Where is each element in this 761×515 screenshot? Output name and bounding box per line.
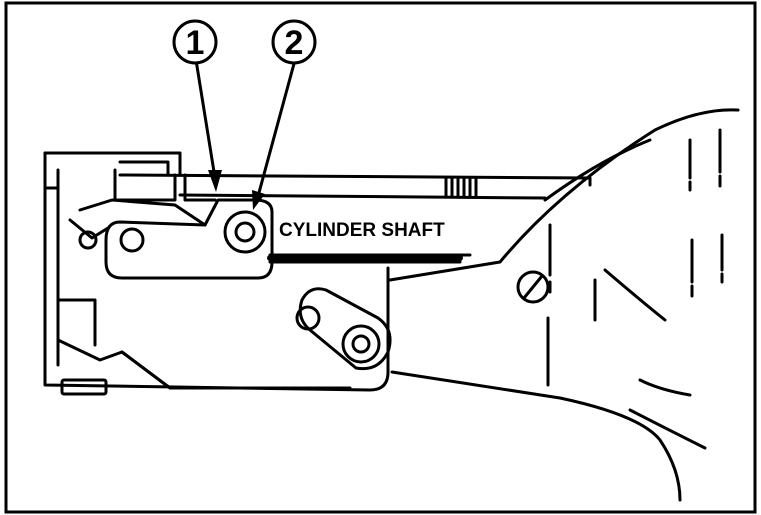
bracket-hole <box>119 227 145 253</box>
upper-latch <box>68 160 217 250</box>
arrowhead-1 <box>208 170 222 192</box>
cylinder-shaft-label: CYLINDER SHAFT <box>279 220 445 241</box>
bracket-plate <box>104 198 274 280</box>
arrowhead-2 <box>252 190 265 210</box>
side-frame <box>388 108 740 502</box>
lower-lever <box>295 287 392 371</box>
leader-line-1 <box>194 58 217 180</box>
callout-1: 1 <box>172 19 218 65</box>
callout-1-number: 1 <box>186 24 205 62</box>
foot-block <box>60 378 108 396</box>
screw-head <box>516 270 550 304</box>
cylinder-shaft-bolt <box>223 210 267 254</box>
callout-2-number: 2 <box>285 24 304 62</box>
leader-line-2 <box>255 58 297 202</box>
cylinder-shaft-housing <box>118 173 592 264</box>
callout-2: 2 <box>271 19 317 65</box>
main-housing <box>43 151 390 392</box>
